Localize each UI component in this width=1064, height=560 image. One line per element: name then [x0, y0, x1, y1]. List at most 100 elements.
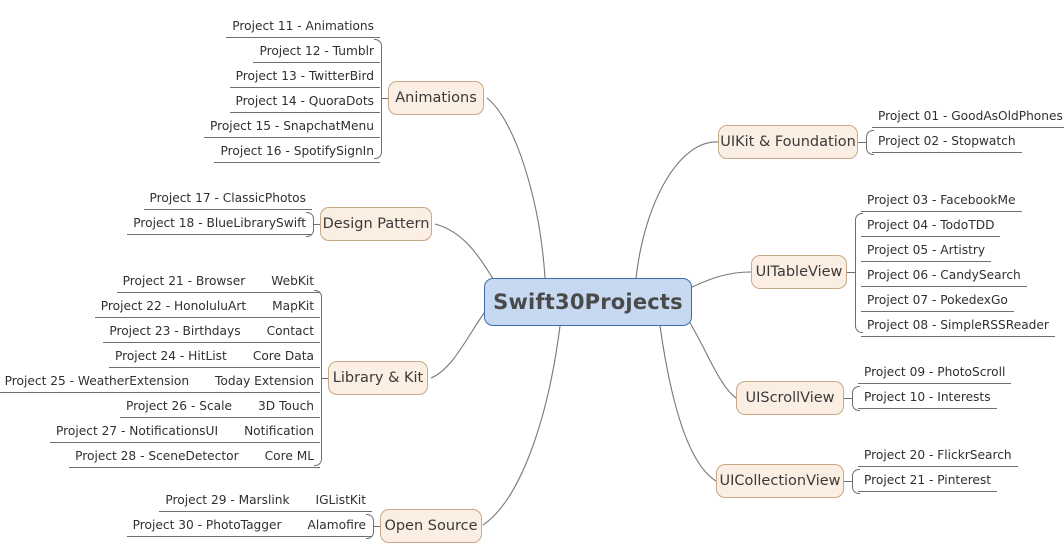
leaf-label: Project 04 - TodoTDD: [861, 218, 1001, 237]
root-node-label: Swift30Projects: [493, 290, 683, 314]
leaf-label: Project 28 - SceneDetector Core ML: [69, 449, 320, 468]
stub-uicollectionview: [844, 481, 852, 482]
leaf-item[interactable]: Project 28 - SceneDetector Core ML: [10, 446, 320, 471]
leaf-label: Project 25 - WeatherExtension Today Exte…: [0, 374, 320, 393]
leaf-item[interactable]: Project 17 - ClassicPhotos: [20, 188, 312, 213]
leaf-item[interactable]: Project 21 - Pinterest: [858, 470, 1048, 495]
stub-animations: [381, 98, 389, 99]
leaf-label: Project 11 - Animations: [226, 19, 380, 38]
leaf-label: Project 24 - HitList Core Data: [108, 349, 320, 368]
root-node[interactable]: Swift30Projects: [484, 278, 692, 326]
branch-node-uitableview[interactable]: UITableView: [751, 255, 847, 289]
branch-node-uikit-foundation[interactable]: UIKit & Foundation: [718, 125, 858, 159]
leaf-item[interactable]: Project 25 - WeatherExtension Today Exte…: [0, 371, 320, 396]
leaf-item[interactable]: Project 27 - NotificationsUI Notificatio…: [10, 421, 320, 446]
wire-uiscrollview: [683, 312, 737, 399]
leaf-label: Project 06 - CandySearch: [861, 268, 1027, 287]
leaf-tech-name: Notification: [244, 424, 314, 438]
leaf-tech-name: Alamofire: [307, 518, 366, 532]
branch-label-animations: Animations: [395, 90, 477, 106]
leaf-label: Project 22 - HonoluluArt MapKit: [94, 299, 320, 318]
leaf-item[interactable]: Project 12 - Tumblr: [60, 41, 380, 66]
leaf-tech-name: Core Data: [252, 349, 314, 363]
leaf-group-library-kit: Project 21 - Browser WebKit Project 22 -…: [0, 271, 320, 471]
leaf-item[interactable]: Project 02 - Stopwatch: [872, 131, 1064, 156]
wire-library-kit: [430, 304, 491, 379]
leaf-item[interactable]: Project 11 - Animations: [60, 16, 380, 41]
branch-node-uicollectionview[interactable]: UICollectionView: [716, 464, 844, 498]
leaf-item[interactable]: Project 01 - GoodAsOldPhones: [872, 106, 1064, 131]
leaf-label: Project 18 - BlueLibrarySwift: [127, 216, 312, 235]
branch-label-uitableview: UITableView: [755, 264, 843, 280]
leaf-item[interactable]: Project 05 - Artistry: [861, 240, 1061, 265]
leaf-tech-name: Today Extension: [215, 374, 314, 388]
leaf-label: Project 29 - Marslink IGListKit: [159, 493, 372, 512]
leaf-tech-name: MapKit: [272, 299, 314, 313]
leaf-project-name: Project 30 - PhotoTagger: [132, 518, 282, 532]
leaf-item[interactable]: Project 16 - SpotifySignIn: [60, 141, 380, 166]
leaf-item[interactable]: Project 20 - FlickrSearch: [858, 445, 1048, 470]
leaf-item[interactable]: Project 26 - Scale 3D Touch: [10, 396, 320, 421]
leaf-item[interactable]: Project 08 - SimpleRSSReader: [861, 315, 1061, 340]
leaf-group-uicollectionview: Project 20 - FlickrSearch Project 21 - P…: [858, 445, 1048, 495]
leaf-label: Project 17 - ClassicPhotos: [143, 191, 312, 210]
leaf-label: Project 14 - QuoraDots: [229, 94, 380, 113]
branch-node-library-kit[interactable]: Library & Kit: [328, 361, 428, 395]
wire-design-pattern: [434, 223, 498, 286]
leaf-label: Project 02 - Stopwatch: [872, 134, 1022, 153]
branch-node-animations[interactable]: Animations: [388, 81, 484, 115]
leaf-group-design-pattern: Project 17 - ClassicPhotos Project 18 - …: [20, 188, 312, 238]
leaf-label: Project 10 - Interests: [858, 390, 997, 409]
leaf-label: Project 30 - PhotoTagger Alamofire: [126, 518, 372, 537]
branch-node-open-source[interactable]: Open Source: [380, 509, 482, 543]
branch-node-uiscrollview[interactable]: UIScrollView: [736, 381, 844, 415]
leaf-group-uitableview: Project 03 - FacebookMe Project 04 - Tod…: [861, 190, 1061, 340]
leaf-item[interactable]: Project 18 - BlueLibrarySwift: [20, 213, 312, 238]
leaf-label: Project 05 - Artistry: [861, 243, 992, 262]
branch-label-uikit-foundation: UIKit & Foundation: [720, 134, 856, 150]
stub-design-pattern: [313, 224, 321, 225]
stub-uikit-foundation: [858, 142, 866, 143]
leaf-item[interactable]: Project 15 - SnapchatMenu: [60, 116, 380, 141]
leaf-project-name: Project 25 - WeatherExtension: [4, 374, 190, 388]
branch-node-design-pattern[interactable]: Design Pattern: [320, 207, 432, 241]
leaf-label: Project 09 - PhotoScroll: [858, 365, 1012, 384]
leaf-tech-name: Contact: [266, 324, 314, 338]
leaf-group-uikit-foundation: Project 01 - GoodAsOldPhones Project 02 …: [872, 106, 1064, 156]
leaf-project-name: Project 28 - SceneDetector: [75, 449, 239, 463]
leaf-tech-name: WebKit: [271, 274, 314, 288]
leaf-item[interactable]: Project 09 - PhotoScroll: [858, 362, 1048, 387]
branch-label-design-pattern: Design Pattern: [322, 216, 430, 232]
leaf-item[interactable]: Project 10 - Interests: [858, 387, 1048, 412]
leaf-group-open-source: Project 29 - Marslink IGListKit Project …: [70, 490, 372, 540]
leaf-item[interactable]: Project 07 - PokedexGo: [861, 290, 1061, 315]
leaf-tech-name: Core ML: [264, 449, 314, 463]
leaf-item[interactable]: Project 04 - TodoTDD: [861, 215, 1061, 240]
wire-uicollectionview: [659, 325, 717, 482]
leaf-label: Project 26 - Scale 3D Touch: [119, 399, 320, 418]
leaf-item[interactable]: Project 21 - Browser WebKit: [10, 271, 320, 296]
leaf-item[interactable]: Project 22 - HonoluluArt MapKit: [10, 296, 320, 321]
wire-uitableview: [683, 271, 752, 292]
leaf-item[interactable]: Project 30 - PhotoTagger Alamofire: [70, 515, 372, 540]
leaf-project-name: Project 26 - Scale: [125, 399, 232, 413]
leaf-item[interactable]: Project 06 - CandySearch: [861, 265, 1061, 290]
leaf-label: Project 12 - Tumblr: [253, 44, 380, 63]
leaf-item[interactable]: Project 24 - HitList Core Data: [10, 346, 320, 371]
branch-label-open-source: Open Source: [384, 518, 478, 534]
leaf-label: Project 16 - SpotifySignIn: [214, 144, 380, 163]
stub-uitableview: [847, 272, 855, 273]
leaf-item[interactable]: Project 03 - FacebookMe: [861, 190, 1061, 215]
spine-uikit-foundation: [866, 130, 874, 155]
leaf-item[interactable]: Project 13 - TwitterBird: [60, 66, 380, 91]
leaf-group-animations: Project 11 - Animations Project 12 - Tum…: [60, 16, 380, 166]
leaf-project-name: Project 22 - HonoluluArt: [100, 299, 247, 313]
branch-label-uicollectionview: UICollectionView: [719, 473, 841, 489]
leaf-project-name: Project 23 - Birthdays: [109, 324, 241, 338]
leaf-tech-name: 3D Touch: [258, 399, 314, 413]
leaf-item[interactable]: Project 29 - Marslink IGListKit: [70, 490, 372, 515]
leaf-label: Project 21 - Pinterest: [858, 473, 998, 492]
leaf-item[interactable]: Project 14 - QuoraDots: [60, 91, 380, 116]
leaf-item[interactable]: Project 23 - Birthdays Contact: [10, 321, 320, 346]
leaf-label: Project 01 - GoodAsOldPhones: [872, 109, 1064, 128]
